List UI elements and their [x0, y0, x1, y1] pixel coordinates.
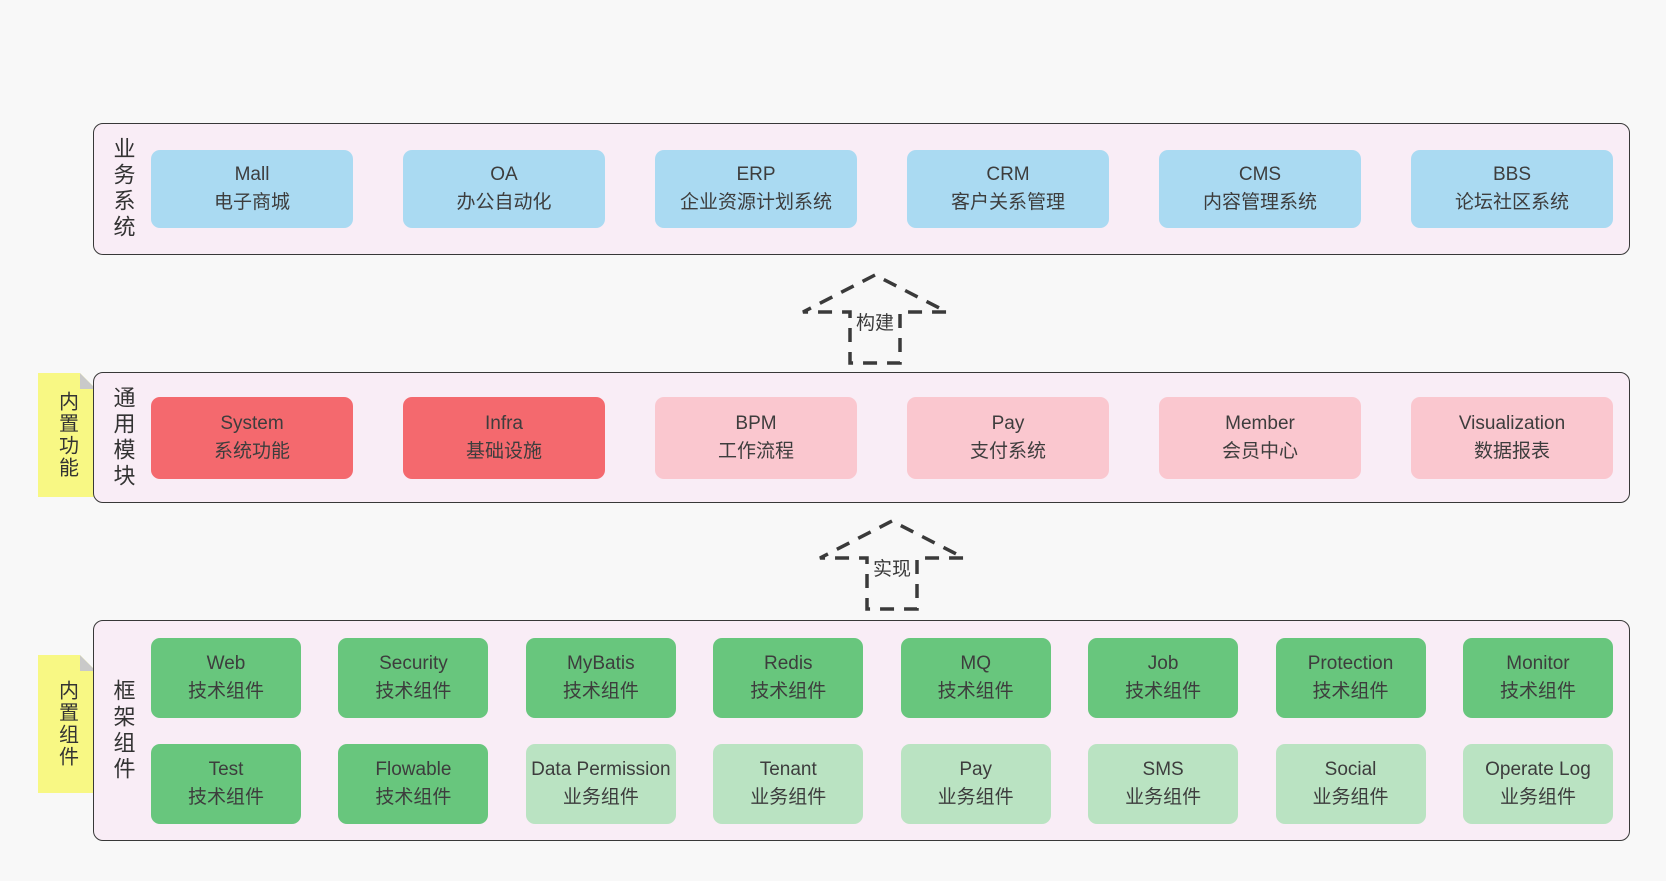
layer-common-modules: 通用模块 System 系统功能 Infra 基础设施 BPM 工作流程 Pay… [93, 372, 1630, 503]
sticky-note-built-in-components: 内置组件 [38, 655, 96, 793]
box-redis: Redis 技术组件 [713, 637, 864, 718]
business-components-row: Test 技术组件 Flowable 技术组件 Data Permission … [151, 743, 1613, 824]
box-sms: SMS 业务组件 [1088, 743, 1239, 824]
box-tenant: Tenant 业务组件 [713, 743, 864, 824]
box-flowable: Flowable 技术组件 [338, 743, 489, 824]
layer-label-framework-components: 框架组件 [110, 678, 136, 783]
framework-components-boxes: Web 技术组件 Security 技术组件 MyBatis 技术组件 Redi… [151, 621, 1629, 840]
arrow-build: 构建 [800, 272, 950, 366]
layer-label-common-modules: 通用模块 [110, 385, 136, 490]
box-test: Test 技术组件 [151, 743, 301, 824]
sticky-note-label: 内置组件 [55, 680, 78, 768]
box-bpm: BPM 工作流程 [655, 396, 857, 479]
layer-business-systems: 业务系统 Mall 电子商城 OA 办公自动化 ERP 企业资源计划系统 CRM… [93, 123, 1630, 255]
box-mybatis: MyBatis 技术组件 [525, 637, 676, 718]
box-monitor: Monitor 技术组件 [1462, 637, 1613, 718]
box-pay-module: Pay 支付系统 [907, 396, 1109, 479]
box-infra: Infra 基础设施 [403, 396, 605, 479]
box-bbs: BBS 论坛社区系统 [1411, 150, 1613, 228]
box-oa: OA 办公自动化 [403, 150, 605, 228]
box-pay-component: Pay 业务组件 [900, 743, 1051, 824]
box-mall: Mall 电子商城 [151, 150, 353, 228]
box-system: System 系统功能 [151, 396, 353, 479]
box-operate-log: Operate Log 业务组件 [1462, 743, 1613, 824]
box-mq: MQ 技术组件 [900, 637, 1051, 718]
box-web: Web 技术组件 [151, 637, 301, 718]
common-modules-boxes: System 系统功能 Infra 基础设施 BPM 工作流程 Pay 支付系统… [151, 373, 1629, 502]
sticky-note-label: 内置功能 [55, 391, 78, 479]
layer-framework-components: 框架组件 Web 技术组件 Security 技术组件 MyBatis 技术组件… [93, 620, 1630, 841]
box-erp: ERP 企业资源计划系统 [655, 150, 857, 228]
box-cms: CMS 内容管理系统 [1159, 150, 1361, 228]
box-social: Social 业务组件 [1275, 743, 1426, 824]
sticky-note-built-in-features: 内置功能 [38, 373, 96, 497]
box-protection: Protection 技术组件 [1275, 637, 1426, 718]
arrow-build-label: 构建 [851, 308, 899, 335]
box-member: Member 会员中心 [1159, 396, 1361, 479]
business-systems-boxes: Mall 电子商城 OA 办公自动化 ERP 企业资源计划系统 CRM 客户关系… [151, 124, 1629, 254]
box-visualization: Visualization 数据报表 [1411, 396, 1613, 479]
layer-label-business-systems: 业务系统 [110, 137, 136, 241]
technical-components-row: Web 技术组件 Security 技术组件 MyBatis 技术组件 Redi… [151, 637, 1613, 718]
box-data-permission: Data Permission 业务组件 [525, 743, 676, 824]
up-arrow-dashed-icon [802, 273, 948, 365]
arrow-implement-label: 实现 [868, 554, 916, 581]
box-crm: CRM 客户关系管理 [907, 150, 1109, 228]
box-security: Security 技术组件 [338, 637, 489, 718]
box-job: Job 技术组件 [1088, 637, 1239, 718]
up-arrow-dashed-icon [819, 519, 965, 611]
arrow-implement: 实现 [817, 518, 967, 612]
